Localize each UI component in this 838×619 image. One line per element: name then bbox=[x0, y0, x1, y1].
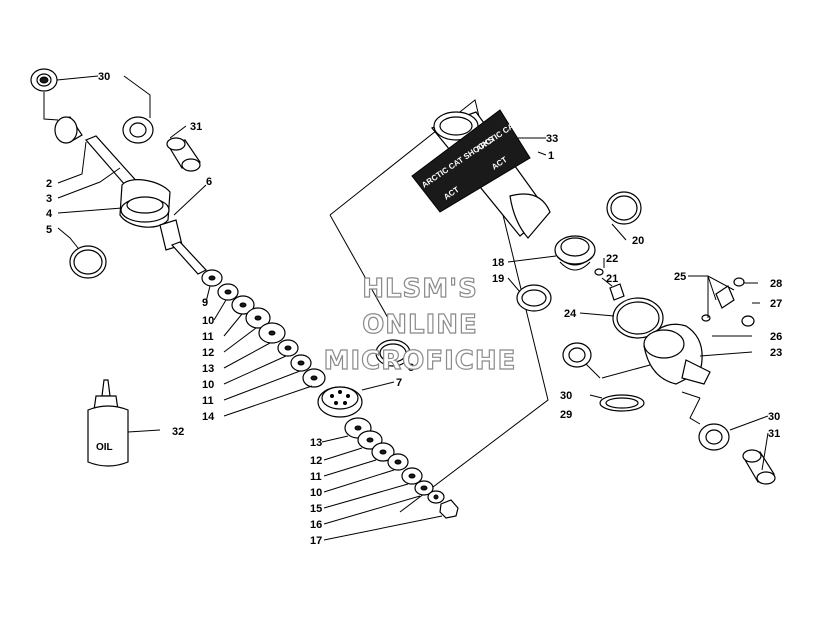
callout-13: 13 bbox=[202, 363, 214, 375]
callout-23: 23 bbox=[770, 347, 782, 359]
callout-13b: 13 bbox=[310, 437, 322, 449]
bushing-top-left bbox=[30, 68, 58, 92]
callout-11b: 11 bbox=[202, 395, 214, 407]
callout-32: 32 bbox=[172, 426, 184, 438]
watermark-line-1: HLSM'S bbox=[362, 274, 478, 304]
callout-21: 21 bbox=[606, 273, 618, 285]
callout-11: 11 bbox=[202, 331, 214, 343]
piston-ring-8 bbox=[375, 339, 411, 367]
bushing-30-lower bbox=[698, 423, 730, 451]
o-ring-5 bbox=[69, 245, 107, 279]
callout-10b: 10 bbox=[202, 379, 214, 391]
shim-stack-lower bbox=[344, 417, 459, 519]
sleeve-31-upper bbox=[166, 137, 201, 172]
callout-16: 16 bbox=[310, 519, 322, 531]
callout-10c: 10 bbox=[310, 487, 322, 499]
seal-29 bbox=[599, 394, 645, 412]
callout-26: 26 bbox=[770, 331, 782, 343]
callout-25: 25 bbox=[674, 271, 686, 283]
callout-6: 6 bbox=[206, 176, 212, 188]
callout-3: 3 bbox=[46, 193, 52, 205]
callout-10: 10 bbox=[202, 315, 214, 327]
callout-15: 15 bbox=[310, 503, 322, 515]
callout-30b: 30 bbox=[560, 390, 572, 402]
piston-shaft bbox=[84, 135, 207, 275]
reservoir-cap-23 bbox=[643, 323, 711, 385]
piston-7 bbox=[317, 386, 363, 418]
watermark: HLSM'S ONLINE MICROFICHE bbox=[323, 273, 517, 376]
screw-21 bbox=[609, 283, 625, 301]
callout-2: 2 bbox=[46, 178, 52, 190]
valve-cap-28 bbox=[733, 277, 745, 287]
callout-29: 29 bbox=[560, 409, 572, 421]
shim-stack-upper bbox=[201, 269, 326, 388]
ring-20 bbox=[606, 191, 642, 225]
callout-27: 27 bbox=[770, 298, 782, 310]
callout-12b: 12 bbox=[310, 455, 322, 467]
callout-30c: 30 bbox=[768, 411, 780, 423]
callout-20: 20 bbox=[632, 235, 644, 247]
callout-labels: 30 31 2 3 4 6 5 9 10 11 12 13 10 11 14 3… bbox=[46, 71, 782, 547]
o-ring-22 bbox=[594, 268, 604, 276]
callout-31: 31 bbox=[190, 121, 202, 133]
watermark-line-2: ONLINE bbox=[362, 310, 478, 340]
washer-27 bbox=[741, 315, 755, 327]
bushing-30-upper bbox=[122, 116, 154, 144]
sleeve-31-lower bbox=[742, 449, 776, 485]
shock-body-1: ARCTIC CAT SHOCKS ARCTIC CAT SHOCKS ACT … bbox=[411, 98, 551, 239]
callout-14: 14 bbox=[202, 411, 215, 423]
seal-26 bbox=[701, 314, 711, 322]
callout-1: 1 bbox=[548, 150, 554, 162]
leader-lines bbox=[43, 75, 769, 541]
callout-24: 24 bbox=[564, 308, 577, 320]
callout-4: 4 bbox=[46, 208, 53, 220]
callout-11c: 11 bbox=[310, 471, 322, 483]
shaft-eye-spacer bbox=[54, 116, 83, 144]
adjuster-nut-18 bbox=[554, 235, 596, 271]
callout-17: 17 bbox=[310, 535, 322, 547]
valve-stem-25 bbox=[715, 285, 735, 309]
bracket-line bbox=[329, 99, 549, 513]
bottle-label: OIL bbox=[96, 442, 113, 453]
callout-5: 5 bbox=[46, 224, 52, 236]
callout-33: 33 bbox=[546, 133, 558, 145]
o-ring-24 bbox=[612, 297, 664, 339]
callout-7: 7 bbox=[396, 377, 402, 389]
oil-bottle-32: OIL bbox=[87, 379, 129, 467]
callout-19: 19 bbox=[492, 273, 504, 285]
callout-8: 8 bbox=[408, 362, 414, 374]
bracket-line bbox=[329, 214, 389, 319]
callout-30: 30 bbox=[98, 71, 110, 83]
callout-28: 28 bbox=[770, 278, 782, 290]
callout-9: 9 bbox=[202, 297, 208, 309]
callout-22: 22 bbox=[606, 253, 618, 265]
callout-12: 12 bbox=[202, 347, 214, 359]
bushing-30-mid bbox=[562, 342, 592, 368]
callout-18: 18 bbox=[492, 257, 504, 269]
watermark-line-3: MICROFICHE bbox=[324, 346, 517, 376]
snap-ring-19 bbox=[516, 284, 552, 312]
callout-31b: 31 bbox=[768, 428, 780, 440]
